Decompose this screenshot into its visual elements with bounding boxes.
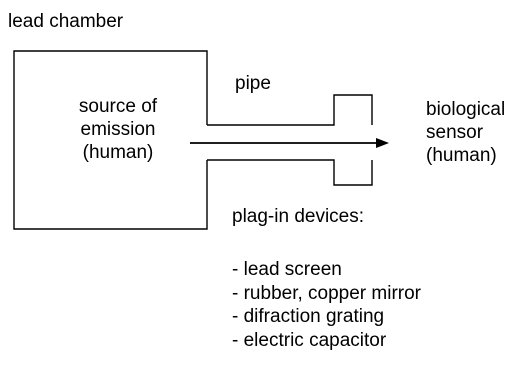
sensor-label-line-3: (human) — [426, 145, 497, 166]
biological-sensor-label: biological sensor (human) — [426, 98, 505, 167]
source-label-line-1: source of — [78, 96, 158, 117]
device-item-lead-screen: - lead screen — [232, 259, 342, 280]
lead-chamber-outline — [13, 50, 208, 230]
device-item-electric-capacitor: - electric capacitor — [232, 329, 387, 351]
pipe-upper-wall — [207, 94, 373, 126]
pipe-lower-wall — [207, 159, 373, 186]
source-label-line-2: emission — [80, 119, 156, 140]
lead-chamber-label: lead chamber — [8, 11, 124, 32]
sensor-label-line-2: sensor — [426, 122, 484, 143]
device-item-diffraction-grating: - difraction grating — [232, 306, 385, 327]
emission-arrow-head — [376, 138, 389, 148]
device-item-rubber-copper-mirror: - rubber, copper mirror — [232, 282, 422, 304]
sensor-label-line-1: biological — [426, 99, 506, 120]
pipe-label: pipe — [235, 73, 271, 94]
plugin-device-list: - lead screen - rubber, copper mirror - … — [232, 258, 421, 352]
source-label-line-3: (human) — [82, 142, 154, 163]
plugin-devices-heading: plag-in devices: — [232, 206, 365, 227]
source-of-emission-label: source of emission (human) — [48, 95, 188, 164]
